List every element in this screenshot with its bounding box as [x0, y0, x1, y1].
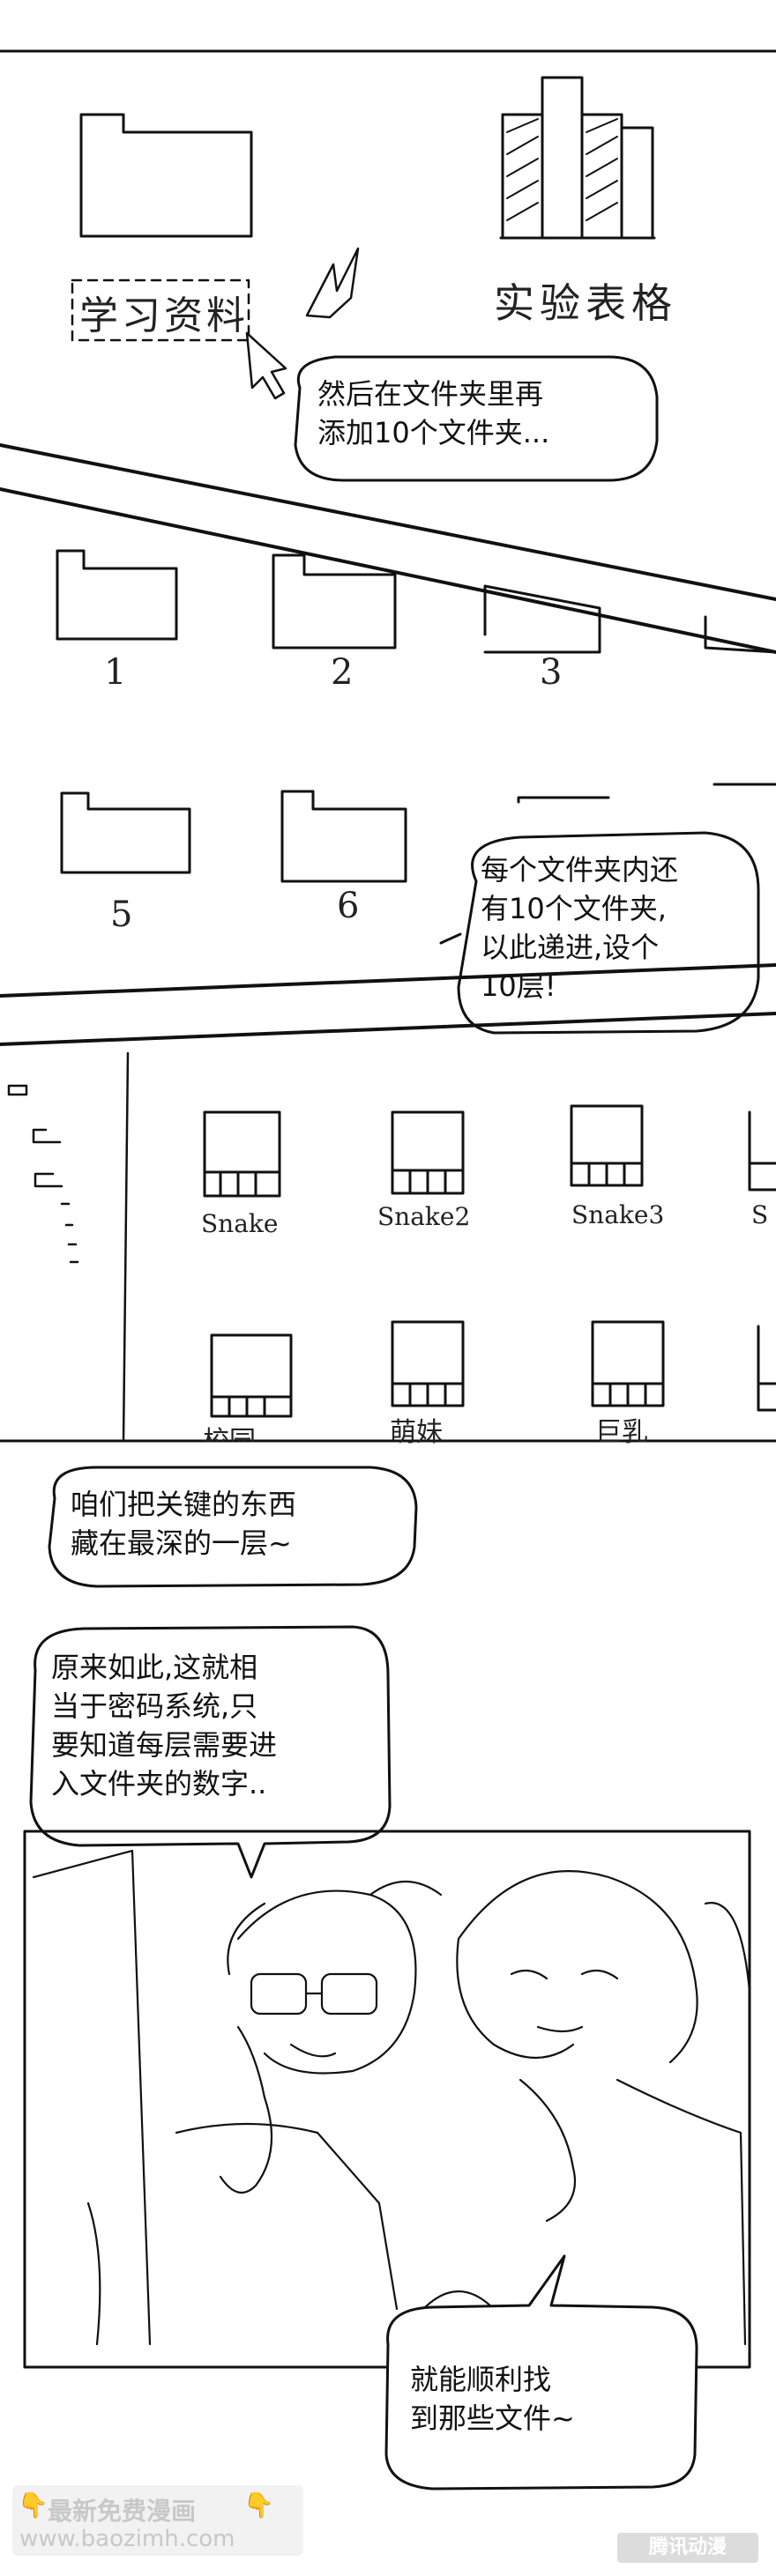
panel3-top-border — [0, 1012, 776, 1046]
characters-sketch — [32, 1849, 751, 2346]
motion-zigzag — [305, 247, 360, 319]
folder-number-3: 3 — [540, 652, 563, 693]
file-label-snake: Snake — [201, 1209, 279, 1238]
watermark-title: 最新免费漫画 — [48, 2497, 197, 2526]
speech-bubble-5 — [384, 2254, 698, 2491]
file-label-s: S — [751, 1200, 769, 1229]
folder-number-6: 6 — [337, 886, 360, 926]
explorer-sidebar — [7, 1051, 130, 1443]
bubble-4-text: 原来如此,这就相 当于密码系统,只 要知道每层需要进 入文件夹的数字.. — [51, 1651, 278, 1800]
panel5-border — [23, 1830, 751, 2369]
folder-number-5: 5 — [110, 895, 133, 935]
folders-row1 — [56, 549, 776, 654]
folder-icon-study — [79, 113, 253, 238]
video-icons-row2 — [210, 1320, 776, 1418]
publisher-logo: 腾讯动漫 — [617, 2533, 758, 2563]
speech-bubble-1 — [294, 355, 659, 482]
file-label-cute: 萌妹 — [390, 1417, 443, 1448]
bubble-3-text: 咱们把关键的东西 藏在最深的一层~ — [71, 1488, 297, 1560]
speech-bubble-3 — [48, 1466, 418, 1588]
video-icons-row1 — [203, 1104, 776, 1198]
file-label-big: 巨乳 — [595, 1417, 648, 1448]
books-icon-table — [499, 76, 656, 240]
speech-bubble-4 — [29, 1625, 392, 1879]
speech-bubble-2 — [457, 831, 760, 1035]
panel1-bottom-border — [0, 443, 776, 601]
watermark-url: www.baozimh.com — [19, 2526, 235, 2552]
bubble-5-text: 就能顺利找 到那些文件~ — [410, 2363, 575, 2435]
cursor-arrow-icon — [245, 331, 287, 400]
file-label-snake2: Snake2 — [377, 1202, 471, 1231]
bubble-2-text: 每个文件夹内还 有10个文件夹, 以此递进,设个 10层! — [481, 853, 679, 1003]
folder-number-1: 1 — [104, 652, 127, 693]
file-label-campus: 校园 — [203, 1426, 256, 1442]
pointing-hand-icon: 👇 — [18, 2491, 48, 2520]
panel2-bottom-border — [0, 963, 776, 998]
panel2-top-border — [0, 487, 776, 654]
folders-row2 — [60, 783, 776, 883]
folder-number-2: 2 — [331, 652, 354, 693]
watermark-badge — [12, 2485, 303, 2556]
bubble-1-text: 然后在文件夹里再 添加10个文件夹... — [317, 377, 550, 449]
folder-label-study: 学习资料 — [79, 293, 249, 338]
file-label-snake3: Snake3 — [571, 1200, 665, 1229]
pointing-hand-icon-right: 👇 — [243, 2491, 274, 2520]
folder-label-table: 实验表格 — [494, 279, 677, 327]
selection-box — [71, 278, 250, 342]
